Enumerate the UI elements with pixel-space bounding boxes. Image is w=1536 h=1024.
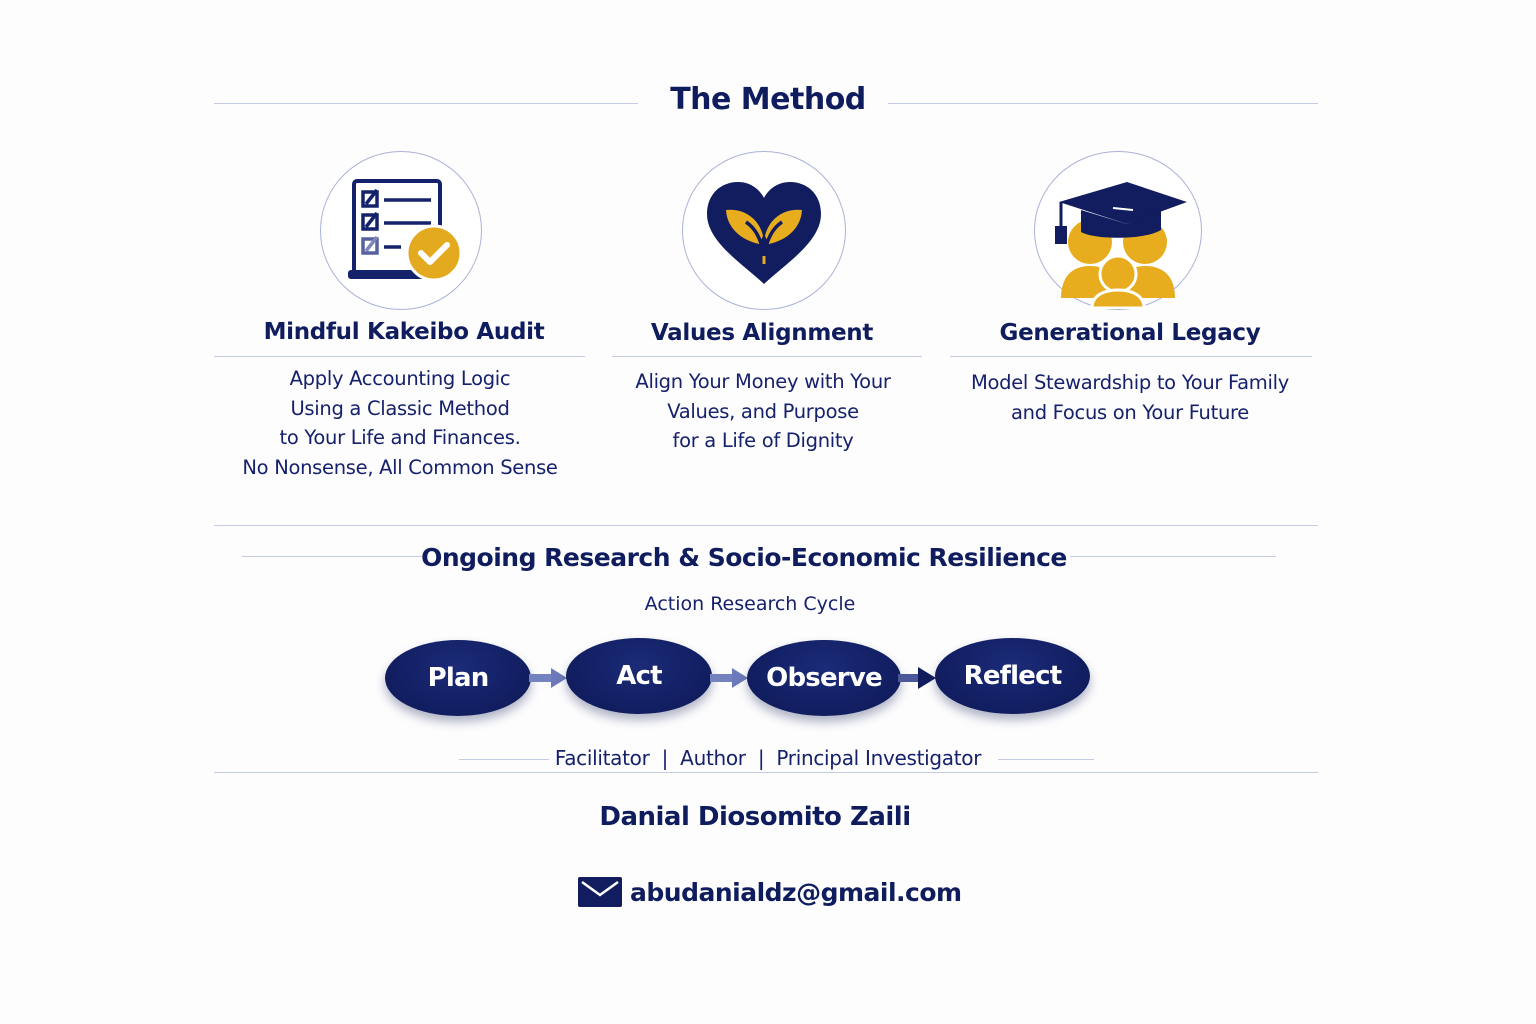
roles-rule-left: [459, 759, 549, 760]
author-roles: Facilitator | Author | Principal Investi…: [554, 746, 982, 770]
method-title-rule-left: [214, 103, 638, 104]
section-divider: [214, 525, 1318, 526]
legacy-title: Generational Legacy: [999, 320, 1261, 346]
values-description: Align Your Money with Your Values, and P…: [612, 367, 914, 456]
values-desc-line: for a Life of Dignity: [672, 429, 854, 452]
legacy-description: Model Stewardship to Your Family and Foc…: [950, 368, 1310, 427]
cycle-step-observe: Observe: [747, 640, 901, 716]
kakeibo-title-rule: [214, 356, 585, 357]
legacy-title-rule: [950, 356, 1312, 357]
kakeibo-icon-circle: [320, 151, 482, 310]
legacy-icon-circle: [1034, 151, 1202, 310]
kakeibo-desc-line: Apply Accounting Logic: [289, 367, 511, 390]
kakeibo-description: Apply Accounting Logic Using a Classic M…: [214, 364, 604, 482]
email-link[interactable]: abudanialdz@gmail.com: [630, 877, 962, 907]
envelope-icon: [578, 877, 622, 907]
author-divider: [214, 772, 1318, 773]
legacy-desc-line: and Focus on Your Future: [1011, 400, 1249, 424]
values-title: Values Alignment: [650, 320, 874, 346]
author-name: Danial Diosomito Zaili: [599, 802, 911, 832]
kakeibo-desc-line: No Nonsense, All Common Sense: [242, 455, 558, 479]
research-title: Ongoing Research & Socio-Economic Resili…: [421, 543, 1067, 572]
legacy-desc-line: Model Stewardship to Your Family: [971, 371, 1289, 394]
graduation-family-icon: [1055, 182, 1187, 309]
kakeibo-title: Mindful Kakeibo Audit: [263, 319, 545, 345]
arrow-right-icon: [898, 667, 936, 689]
arrow-right-icon: [529, 668, 567, 688]
cycle-step-reflect: Reflect: [935, 638, 1090, 714]
cycle-step-plan: Plan: [385, 640, 531, 716]
values-title-rule: [612, 356, 922, 357]
cycle-label: Action Research Cycle: [644, 593, 856, 615]
method-title: The Method: [670, 82, 866, 117]
roles-rule-right: [998, 759, 1094, 760]
research-title-rule-right: [1070, 556, 1276, 557]
email-contact[interactable]: abudanialdz@gmail.com: [578, 876, 962, 908]
checklist-audit-icon: [348, 179, 463, 282]
cycle-step-act: Act: [566, 638, 712, 714]
heart-sprout-icon: [707, 182, 821, 284]
values-icon-circle: [682, 151, 846, 310]
method-title-rule-right: [888, 103, 1318, 104]
arrow-right-icon: [710, 668, 748, 688]
kakeibo-desc-line: to Your Life and Finances.: [279, 426, 521, 449]
values-desc-line: Values, and Purpose: [667, 399, 859, 423]
research-title-rule-left: [242, 556, 422, 557]
values-desc-line: Align Your Money with Your: [635, 370, 891, 393]
kakeibo-desc-line: Using a Classic Method: [290, 396, 510, 420]
